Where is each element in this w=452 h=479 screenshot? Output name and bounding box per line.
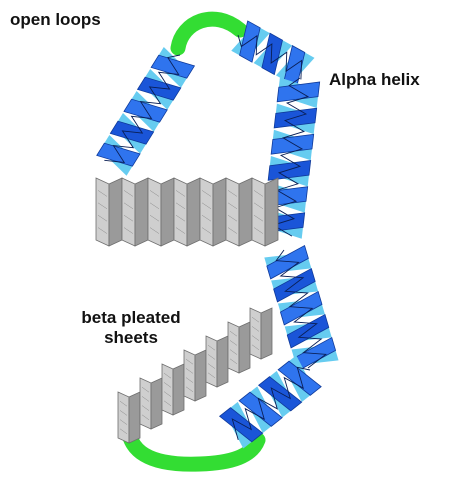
sheet-pleat-shade xyxy=(217,336,228,387)
sheet-pleat-face xyxy=(200,178,213,246)
sheet-pleat-face xyxy=(162,364,173,415)
sheet-pleat-face xyxy=(206,336,217,387)
sheet-pleat-shade xyxy=(109,178,122,246)
sheet-pleat-face xyxy=(96,178,109,246)
helix-right-lower xyxy=(264,246,338,371)
sheet-pleat-face xyxy=(174,178,187,246)
sheet-pleat-shade xyxy=(239,178,252,246)
sheet-pleat-shade xyxy=(195,350,206,401)
label-beta-pleated-sheets: beta pleated sheets xyxy=(66,308,196,348)
sheet-pleat-shade xyxy=(261,308,272,359)
sheet-pleat-face xyxy=(226,178,239,246)
open-loop-top xyxy=(178,19,240,48)
label-beta-line-1: beta pleated xyxy=(66,308,196,328)
sheet-pleat-face xyxy=(252,178,265,246)
sheet-pleat-face xyxy=(140,378,151,429)
sheet-pleat-shade xyxy=(129,392,140,443)
sheet-pleat-face xyxy=(184,350,195,401)
sheet-pleat-shade xyxy=(135,178,148,246)
sheet-pleat-shade xyxy=(151,378,162,429)
sheet-pleat-shade xyxy=(173,364,184,415)
beta-sheet-upper xyxy=(96,178,278,246)
sheet-pleat-face xyxy=(228,322,239,373)
sheet-pleat-shade xyxy=(239,322,250,373)
helix-left-upper xyxy=(97,47,195,176)
sheet-pleat-shade xyxy=(161,178,174,246)
sheet-pleat-face xyxy=(250,308,261,359)
sheet-pleat-face xyxy=(122,178,135,246)
label-open-loops: open loops xyxy=(10,10,101,30)
sheet-pleat-shade xyxy=(187,178,200,246)
sheet-pleat-shade xyxy=(265,178,278,246)
sheet-pleat-face xyxy=(148,178,161,246)
label-beta-line-2: sheets xyxy=(66,328,196,348)
label-alpha-helix: Alpha helix xyxy=(329,70,420,90)
helix-turn-front xyxy=(262,33,283,74)
sheet-pleat-face xyxy=(118,392,129,443)
sheet-pleat-shade xyxy=(213,178,226,246)
